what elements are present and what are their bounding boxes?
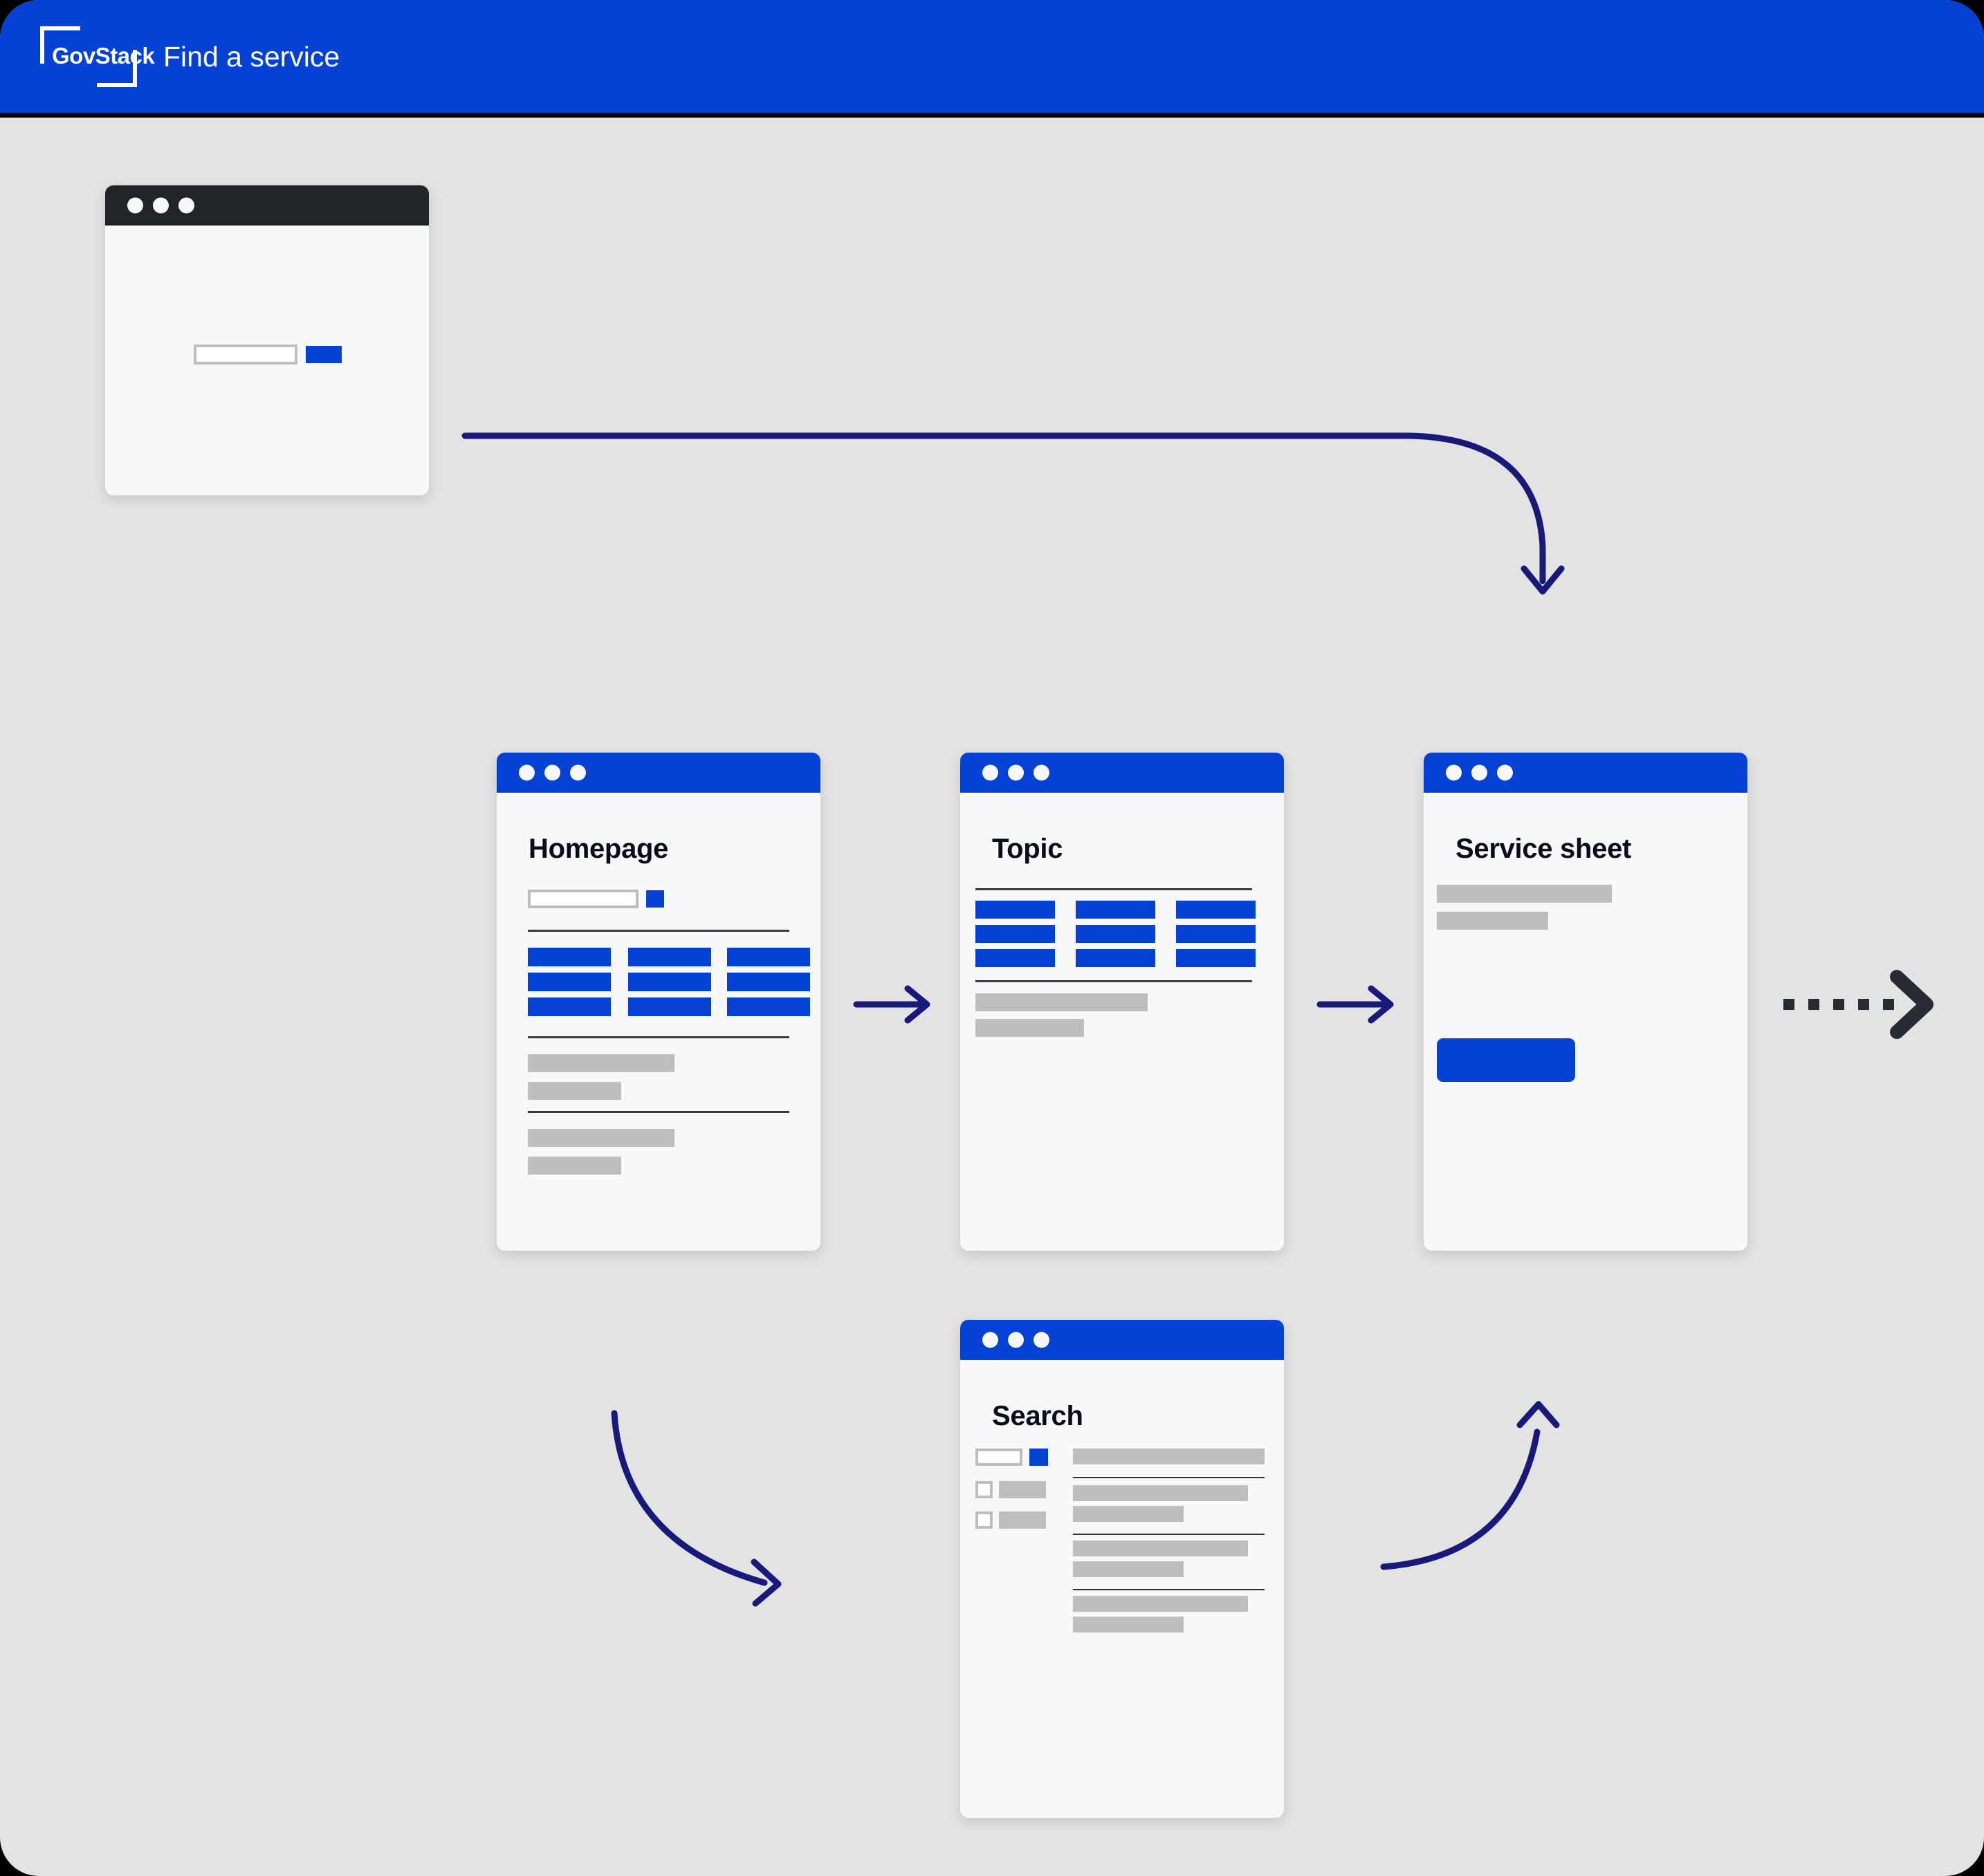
card-heading: Homepage — [529, 834, 669, 864]
app-header: GovStack Find a service — [0, 0, 1984, 118]
result-subtitle-line — [1073, 1506, 1184, 1522]
window-titlebar — [960, 1320, 1284, 1360]
topic-tile[interactable] — [727, 973, 810, 991]
result-subtitle-line — [1073, 1617, 1184, 1633]
service-tile[interactable] — [975, 949, 1055, 967]
topic-tile[interactable] — [528, 948, 611, 966]
connector-homepage-to-search — [611, 1410, 782, 1607]
window-dots — [982, 1332, 1049, 1348]
result-title-line[interactable] — [1073, 1485, 1248, 1501]
card-body: Service sheet — [1424, 793, 1747, 1251]
window-titlebar — [960, 753, 1284, 793]
card-homepage[interactable]: Homepage — [497, 753, 820, 1251]
card-service-sheet[interactable]: Service sheet — [1424, 753, 1747, 1251]
window-titlebar — [497, 753, 820, 793]
section-divider — [528, 1111, 789, 1113]
service-tile[interactable] — [975, 925, 1055, 943]
service-tile[interactable] — [1076, 901, 1155, 919]
service-tile[interactable] — [975, 901, 1055, 919]
text-placeholder-line — [975, 993, 1148, 1011]
card-entry-point[interactable] — [105, 185, 429, 495]
result-title-line[interactable] — [1073, 1596, 1248, 1612]
result-subtitle-line — [1073, 1561, 1184, 1577]
card-body: Homepage — [497, 793, 820, 1251]
service-tile[interactable] — [1176, 901, 1256, 919]
connector-topic-to-service-sheet — [1316, 985, 1394, 1024]
filter-checkbox[interactable] — [975, 1481, 993, 1498]
search-input[interactable] — [975, 1449, 1022, 1466]
topic-tile[interactable] — [628, 973, 711, 991]
service-tile[interactable] — [1176, 925, 1256, 943]
filter-checkbox[interactable] — [975, 1511, 993, 1529]
page-title: Find a service — [163, 40, 340, 73]
connector-homepage-to-topic — [853, 985, 930, 1024]
filter-label — [999, 1481, 1046, 1498]
card-body: Search — [960, 1360, 1284, 1818]
topic-tile[interactable] — [628, 997, 711, 1016]
text-placeholder-line — [528, 1129, 674, 1147]
search-submit-button[interactable] — [646, 890, 664, 908]
card-heading: Topic — [992, 834, 1063, 864]
connector-entry-to-homepage — [461, 432, 1565, 595]
text-placeholder-line — [528, 1054, 674, 1072]
window-dots — [982, 764, 1049, 781]
card-body: Topic — [960, 793, 1284, 1251]
card-body — [105, 226, 429, 495]
search-input[interactable] — [194, 344, 297, 365]
service-tile[interactable] — [1076, 949, 1155, 967]
service-tile[interactable] — [1176, 949, 1256, 967]
govstack-logo[interactable]: GovStack — [40, 22, 155, 91]
result-title-line[interactable] — [1073, 1449, 1265, 1464]
search-submit-button[interactable] — [306, 346, 342, 363]
topic-tile[interactable] — [528, 997, 611, 1016]
filter-label — [999, 1511, 1046, 1529]
result-divider — [1073, 1589, 1265, 1590]
result-title-line[interactable] — [1073, 1541, 1248, 1556]
primary-cta-button[interactable] — [1437, 1038, 1575, 1082]
bracket-bottom-right-icon — [97, 49, 137, 87]
topic-tile[interactable] — [628, 948, 711, 966]
connector-service-sheet-onward — [1783, 970, 1934, 1039]
search-submit-button[interactable] — [1029, 1449, 1048, 1466]
section-divider — [975, 888, 1252, 890]
window-titlebar — [105, 185, 429, 226]
search-input[interactable] — [528, 890, 639, 908]
section-divider — [975, 980, 1252, 982]
result-divider — [1073, 1534, 1265, 1535]
service-tile[interactable] — [1076, 925, 1155, 943]
topic-tile[interactable] — [528, 973, 611, 991]
text-placeholder-line — [1437, 885, 1612, 903]
bracket-top-left-icon — [40, 26, 80, 64]
card-search[interactable]: Search — [960, 1320, 1284, 1818]
card-heading: Search — [992, 1401, 1083, 1431]
text-placeholder-line — [528, 1082, 621, 1100]
window-dots — [519, 764, 586, 781]
card-heading: Service sheet — [1455, 834, 1632, 864]
topic-tile[interactable] — [727, 997, 810, 1016]
window-dots — [1446, 764, 1513, 781]
text-placeholder-line — [1437, 912, 1548, 930]
logo-wordmark: GovStack — [52, 42, 155, 68]
section-divider — [528, 930, 789, 932]
topic-tile[interactable] — [727, 948, 810, 966]
text-placeholder-line — [975, 1019, 1084, 1037]
result-divider — [1073, 1477, 1265, 1478]
text-placeholder-line — [528, 1157, 621, 1175]
window-dots — [127, 197, 194, 214]
section-divider — [528, 1036, 789, 1038]
connector-search-to-service-sheet — [1380, 1401, 1560, 1570]
window-titlebar — [1424, 753, 1747, 793]
card-topic[interactable]: Topic — [960, 753, 1284, 1251]
